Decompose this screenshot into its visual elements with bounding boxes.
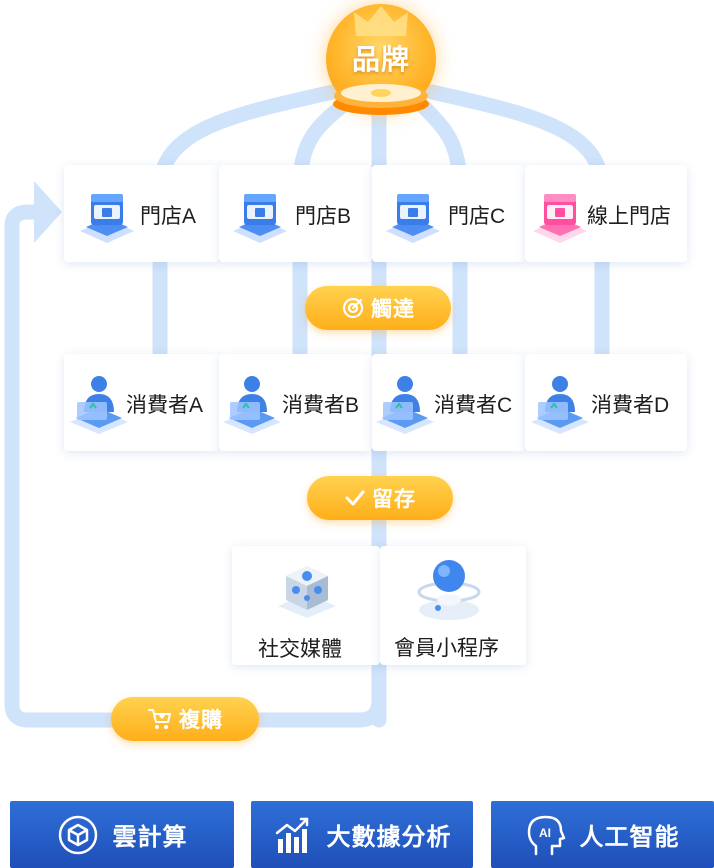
target-icon [342, 297, 364, 319]
repurchase-label: 複購 [179, 709, 223, 732]
big-data-label: 大數據分析 [326, 824, 452, 851]
ai-head-icon: AI [527, 815, 565, 855]
svg-text:AI: AI [539, 826, 551, 840]
cart-heart-icon [148, 709, 171, 729]
retain-pill: 留存 [307, 476, 453, 520]
store-label-b: 門店B [295, 205, 352, 228]
member-miniapp-label: 會員小程序 [394, 637, 499, 660]
consumer-card-d[interactable]: 消費者D [525, 354, 687, 451]
consumer-card-c[interactable]: 消費者C [372, 354, 525, 451]
store-card-b[interactable]: 門店B [219, 165, 372, 262]
member-miniapp-card[interactable]: 會員小程序 [380, 546, 526, 665]
member-miniapp-icon [417, 560, 481, 620]
social-media-icon [278, 566, 336, 618]
consumer-icon [223, 376, 281, 434]
consumer-icon [70, 376, 128, 434]
big-data-tab[interactable]: 大數據分析 [251, 801, 473, 868]
consumer-label-d: 消費者D [591, 394, 670, 417]
consumer-label-c: 消費者C [434, 394, 513, 417]
store-icon [80, 194, 134, 243]
store-icon [386, 194, 440, 243]
loop-arrow-head [34, 181, 62, 243]
store-card-a[interactable]: 門店A [64, 165, 219, 262]
social-media-label: 社交媒體 [258, 638, 342, 661]
ai-label: 人工智能 [579, 824, 680, 851]
consumer-label-a: 消費者A [126, 394, 204, 417]
retain-label: 留存 [372, 488, 416, 511]
brand-pedestal [333, 84, 429, 115]
reach-pill: 觸達 [305, 286, 451, 330]
crown-icon [354, 6, 408, 36]
store-label-c: 門店C [448, 205, 506, 228]
check-icon [345, 490, 365, 506]
reach-label: 觸達 [371, 298, 415, 321]
consumer-card-a[interactable]: 消費者A [64, 354, 219, 451]
cloud-computing-tab[interactable]: 雲計算 [10, 801, 234, 868]
social-media-card[interactable]: 社交媒體 [232, 546, 380, 665]
store-icon [233, 194, 287, 243]
consumer-card-b[interactable]: 消費者B [219, 354, 372, 451]
ai-tab[interactable]: AI 人工智能 [491, 801, 714, 868]
consumer-icon [376, 376, 434, 434]
store-card-c[interactable]: 門店C [372, 165, 525, 262]
cube-icon [58, 815, 97, 854]
repurchase-pill: 複購 [111, 697, 259, 741]
online-store-icon [533, 194, 587, 243]
brand-label: 品牌 [351, 44, 410, 75]
consumer-icon [531, 376, 589, 434]
online-store-card[interactable]: 線上門店 [525, 165, 687, 262]
bar-chart-icon [275, 817, 308, 853]
brand-node: 品牌 [320, 0, 444, 132]
store-label-a: 門店A [140, 205, 197, 228]
cloud-computing-label: 雲計算 [112, 824, 188, 851]
online-store-label: 線上門店 [587, 205, 671, 228]
consumer-label-b: 消費者B [282, 394, 360, 417]
